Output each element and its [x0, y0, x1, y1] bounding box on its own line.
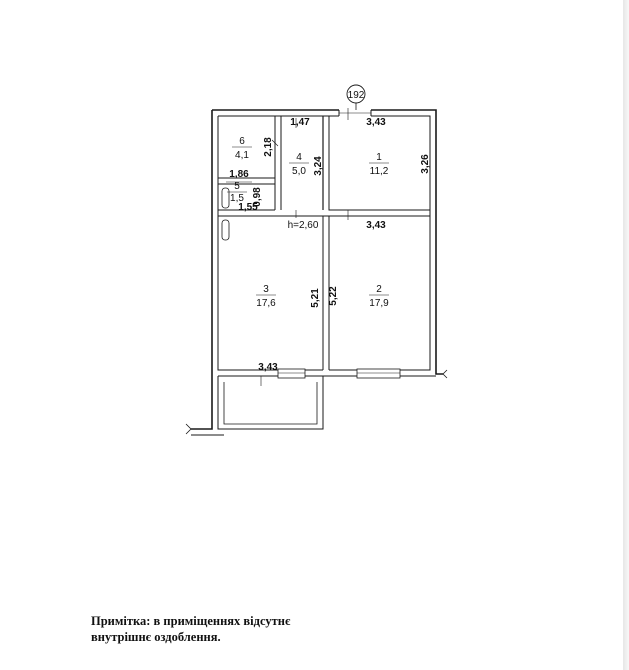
dim-ceiling-height: h=2,60 — [288, 220, 319, 231]
room-3-area: 17,6 — [256, 298, 276, 309]
room-5-number: 5 — [234, 181, 240, 192]
room-3-number: 3 — [263, 284, 269, 295]
room-5-area: 1,5 — [230, 193, 244, 204]
note-line-2: внутрішнє оздоблення. — [91, 630, 221, 644]
note-text: Примітка: в приміщеннях відсутнє внутріш… — [91, 613, 351, 645]
dim-3-24: 3,24 — [313, 156, 324, 176]
dim-3-43-top: 3,43 — [366, 117, 386, 128]
plan-reference-number: 192 — [348, 90, 365, 101]
page-edge-shadow — [623, 0, 629, 670]
dim-5-21: 5,21 — [310, 288, 321, 308]
dim-3-43-mid: 3,43 — [366, 220, 386, 231]
note-line-1: Примітка: в приміщеннях відсутнє — [91, 614, 291, 628]
dim-0-98: 0,98 — [252, 187, 263, 207]
dim-2-18: 2,18 — [263, 137, 274, 157]
dim-1-47: 1,47 — [290, 117, 310, 128]
dim-3-26: 3,26 — [420, 154, 431, 174]
dim-3-43-bottom: 3,43 — [258, 362, 278, 373]
dim-5-22: 5,22 — [328, 286, 339, 306]
room-1-area: 11,2 — [370, 166, 389, 177]
dim-1-86: 1,86 — [229, 169, 249, 180]
room-1-number: 1 — [376, 152, 382, 163]
room-2-area: 17,9 — [369, 298, 389, 309]
room-4-area: 5,0 — [292, 166, 306, 177]
room-2-number: 2 — [376, 284, 382, 295]
room-4-number: 4 — [296, 152, 302, 163]
room-6-number: 6 — [239, 136, 245, 147]
room-6-area: 4,1 — [235, 150, 249, 161]
dim-1-55: 1,55 — [238, 202, 258, 213]
